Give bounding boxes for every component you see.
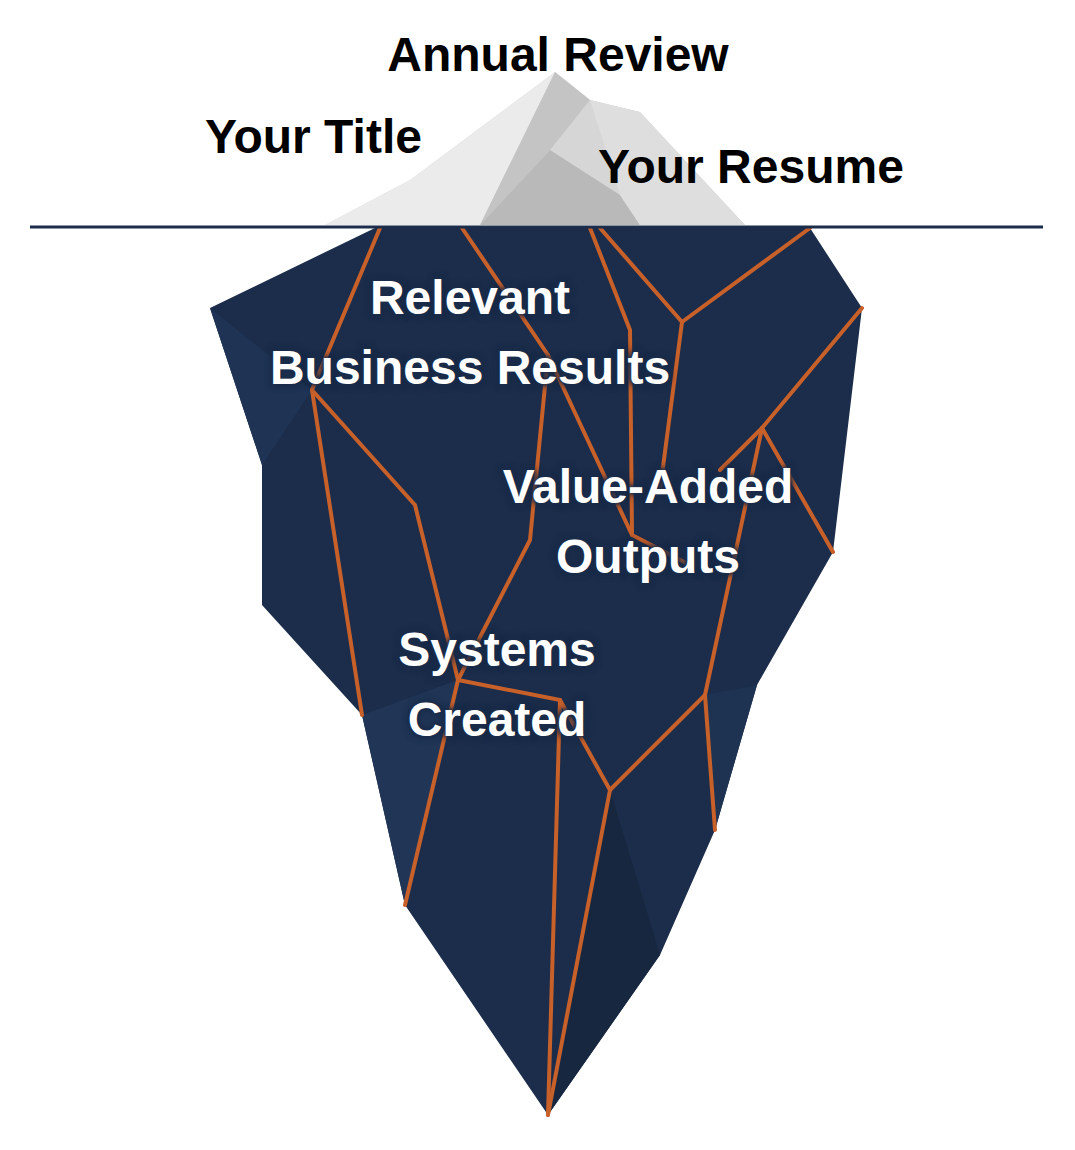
iceberg-label: Systems Created bbox=[377, 615, 617, 755]
iceberg-label: Your Title bbox=[205, 102, 505, 172]
waterline bbox=[30, 226, 1043, 229]
iceberg-label: Your Resume bbox=[598, 132, 978, 202]
iceberg-label: Annual Review bbox=[348, 20, 768, 90]
iceberg-facet bbox=[548, 790, 660, 1115]
iceberg-facet bbox=[705, 685, 757, 830]
iceberg-underwater bbox=[210, 228, 862, 1115]
iceberg-label: Relevant Business Results bbox=[264, 263, 676, 403]
iceberg-label: Value-Added Outputs bbox=[483, 452, 813, 592]
